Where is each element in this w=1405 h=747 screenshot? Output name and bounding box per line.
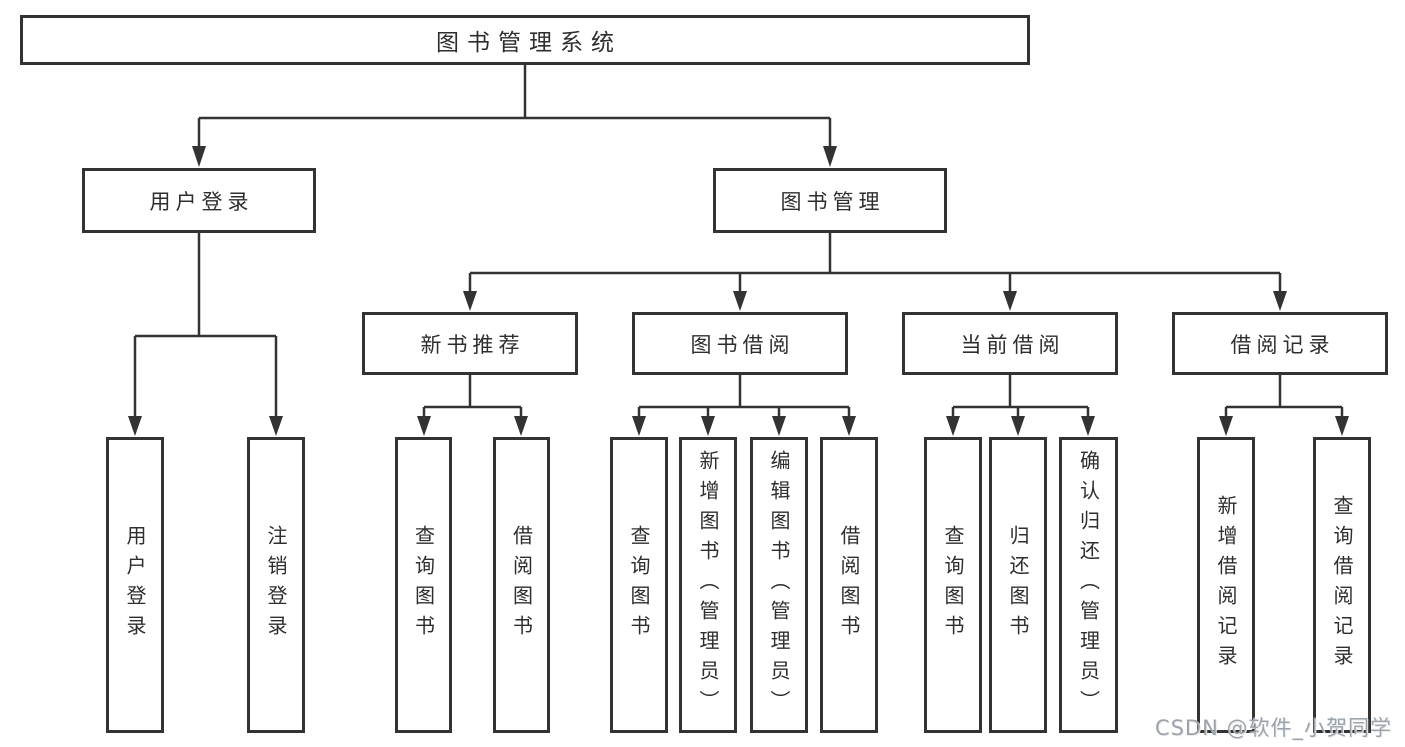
node-borrow-records: 借阅记录 [1172,312,1388,375]
node-book-borrow: 图书借阅 [632,312,848,375]
connector-borrow-to-leaves [632,375,856,436]
leaf-newbook-borrow-label: 借阅图书 [509,525,534,645]
leaf-user-login-label: 用户登录 [123,525,147,645]
leaf-newbook-query: 查询图书 [395,437,452,733]
leaf-borrow-query-label: 查询图书 [627,525,651,645]
leaf-borrow-add-admin: 新增图书（管理员） [679,437,737,733]
connector-newbook-to-leaves [417,375,528,436]
leaf-borrow-borrow: 借阅图书 [820,437,878,733]
leaf-records-add-label: 新增借阅记录 [1214,495,1238,675]
csdn-watermark: CSDN @软件_小贺同学 [1154,716,1392,740]
leaf-logout: 注销登录 [247,437,305,733]
leaf-current-return: 归还图书 [989,437,1047,733]
leaf-records-add: 新增借阅记录 [1197,437,1255,733]
node-current-borrow: 当前借阅 [902,312,1118,375]
leaf-newbook-query-label: 查询图书 [411,525,436,645]
leaf-borrow-edit-admin: 编辑图书（管理员） [750,437,808,733]
leaf-records-query: 查询借阅记录 [1313,437,1371,733]
connector-bookmgmt-to-level3 [463,233,1287,311]
connector-userlogin-to-leaves [128,233,283,436]
node-book-management: 图书管理 [713,168,947,233]
connector-records-to-leaves [1219,375,1349,436]
leaf-borrow-edit-admin-label: 编辑图书（管理员） [767,450,791,720]
leaf-records-query-label: 查询借阅记录 [1330,495,1354,675]
leaf-borrow-query: 查询图书 [610,437,668,733]
node-user-login: 用户登录 [82,168,316,233]
leaf-current-query: 查询图书 [924,437,982,733]
leaf-current-confirm-admin: 确认归还（管理员） [1059,437,1118,733]
leaf-current-query-label: 查询图书 [941,525,965,645]
node-new-book-recommend: 新书推荐 [362,312,578,375]
connector-current-to-leaves [946,375,1095,436]
leaf-logout-label: 注销登录 [264,525,288,645]
leaf-current-confirm-admin-label: 确认归还（管理员） [1076,450,1101,720]
connector-root-to-level2 [192,65,837,167]
node-root: 图书管理系统 [20,15,1030,65]
leaf-borrow-borrow-label: 借阅图书 [837,525,861,645]
leaf-current-return-label: 归还图书 [1006,525,1030,645]
leaf-user-login: 用户登录 [106,437,164,733]
leaf-newbook-borrow: 借阅图书 [493,437,550,733]
leaf-borrow-add-admin-label: 新增图书（管理员） [696,450,720,720]
